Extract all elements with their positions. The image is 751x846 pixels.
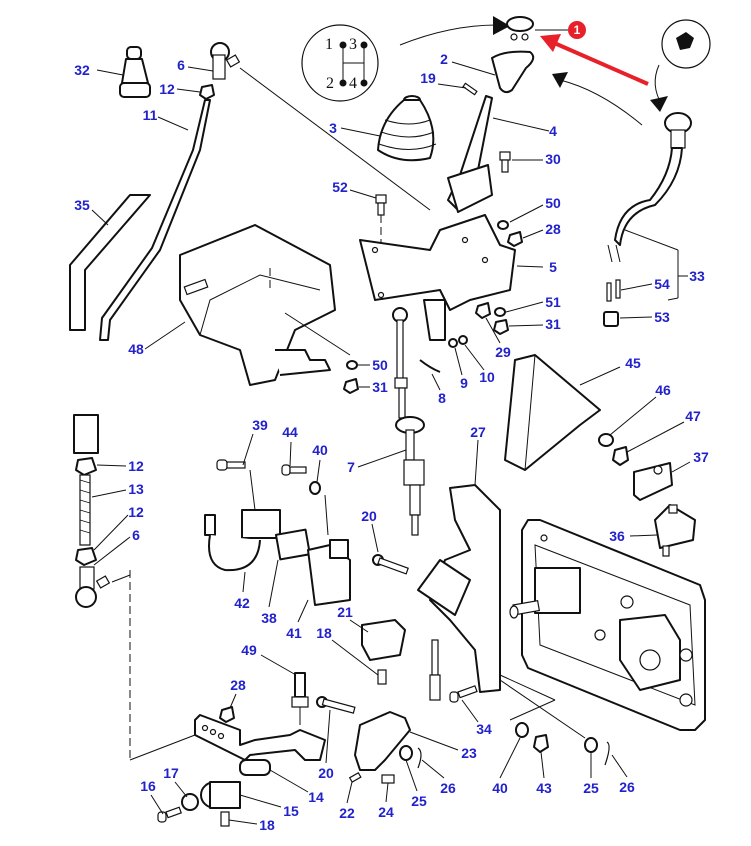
- callout-part-47[interactable]: 47: [685, 408, 701, 424]
- callout-part-22[interactable]: 22: [339, 805, 355, 821]
- callout-part-44[interactable]: 44: [282, 424, 298, 440]
- callout-part-3[interactable]: 3: [329, 120, 337, 136]
- callout-part-7[interactable]: 7: [347, 459, 355, 475]
- callout-part-49[interactable]: 49: [241, 642, 257, 658]
- rubber-boot: [377, 95, 437, 162]
- callout-part-20b[interactable]: 20: [318, 765, 334, 781]
- callout-part-28a[interactable]: 28: [545, 221, 561, 237]
- callout-part-36[interactable]: 36: [609, 528, 625, 544]
- callout-part-54[interactable]: 54: [654, 276, 670, 292]
- callout-part-31b[interactable]: 31: [372, 379, 388, 395]
- callout-part-24[interactable]: 24: [378, 804, 394, 820]
- callout-part-10[interactable]: 10: [479, 369, 495, 385]
- callout-part-43[interactable]: 43: [536, 780, 552, 796]
- callout-part-11[interactable]: 11: [142, 107, 158, 123]
- callout-part-9[interactable]: 9: [460, 375, 468, 391]
- callout-part-40a[interactable]: 40: [312, 442, 328, 458]
- callout-part-25a[interactable]: 25: [411, 793, 427, 809]
- shift-knob-cap: [506, 16, 534, 41]
- callout-part-50a[interactable]: 50: [545, 195, 561, 211]
- callout-part-6a[interactable]: 6: [177, 57, 185, 73]
- callout-part-14[interactable]: 14: [308, 789, 324, 805]
- gear-pattern-icon: [301, 24, 379, 102]
- callout-part-13[interactable]: 13: [128, 481, 144, 497]
- gear-digit-4: 4: [349, 75, 357, 92]
- callout-part-26b[interactable]: 26: [619, 779, 635, 795]
- red-highlight-arrow: [551, 40, 649, 86]
- callout-part-21[interactable]: 21: [337, 604, 353, 620]
- gearbox-cover: [509, 519, 706, 731]
- callout-part-38[interactable]: 38: [261, 610, 277, 626]
- callout-part-32[interactable]: 32: [74, 62, 90, 78]
- callout-part-18b[interactable]: 18: [259, 817, 275, 833]
- callout-part-12b[interactable]: 12: [128, 458, 144, 474]
- callout-part-35[interactable]: 35: [74, 197, 90, 213]
- gear-digit-3: 3: [349, 36, 357, 53]
- callout-part-42[interactable]: 42: [234, 595, 250, 611]
- callout-part-20a[interactable]: 20: [361, 508, 377, 524]
- callout-part-41[interactable]: 41: [286, 625, 302, 641]
- callout-part-8[interactable]: 8: [438, 390, 446, 406]
- callout-part-29[interactable]: 29: [495, 344, 511, 360]
- callout-part-17[interactable]: 17: [163, 765, 179, 781]
- callout-part-5[interactable]: 5: [549, 259, 557, 275]
- callout-part-52[interactable]: 52: [332, 179, 348, 195]
- callout-part-18a[interactable]: 18: [316, 625, 332, 641]
- callout-part-45[interactable]: 45: [625, 355, 641, 371]
- curved-arrow-icon: [399, 24, 498, 46]
- callout-part-26a[interactable]: 26: [440, 780, 456, 796]
- callout-part-34[interactable]: 34: [476, 721, 492, 737]
- callout-part-4[interactable]: 4: [549, 123, 557, 139]
- callout-part-12c[interactable]: 12: [128, 504, 144, 520]
- callout-part-39[interactable]: 39: [252, 417, 268, 433]
- gear-digit-2: 2: [326, 75, 334, 92]
- callout-part-15[interactable]: 15: [283, 803, 299, 819]
- callout-part-53[interactable]: 53: [654, 309, 670, 325]
- callout-part-23[interactable]: 23: [461, 745, 477, 761]
- callout-part-33[interactable]: 33: [689, 268, 705, 284]
- callout-part-40b[interactable]: 40: [492, 780, 508, 796]
- callout-part-48[interactable]: 48: [128, 341, 144, 357]
- callout-part-50b[interactable]: 50: [372, 357, 388, 373]
- callout-part-19[interactable]: 19: [420, 70, 436, 86]
- gear-digit-1: 1: [325, 36, 333, 53]
- push-button-switch: [607, 19, 711, 263]
- callout-part-51[interactable]: 51: [545, 294, 561, 310]
- callout-part-27[interactable]: 27: [470, 424, 486, 440]
- callout-part-25b[interactable]: 25: [583, 780, 599, 796]
- highlight-badge[interactable]: 1: [568, 21, 586, 39]
- callout-part-16[interactable]: 16: [140, 778, 156, 794]
- callout-part-28b[interactable]: 28: [230, 677, 246, 693]
- callout-part-37[interactable]: 37: [693, 449, 709, 465]
- callout-part-46[interactable]: 46: [655, 382, 671, 398]
- callout-part-30[interactable]: 30: [545, 151, 561, 167]
- callout-part-31a[interactable]: 31: [545, 316, 561, 332]
- callout-part-2[interactable]: 2: [440, 51, 448, 67]
- callout-part-12a[interactable]: 12: [159, 81, 175, 97]
- callout-part-6b[interactable]: 6: [132, 527, 140, 543]
